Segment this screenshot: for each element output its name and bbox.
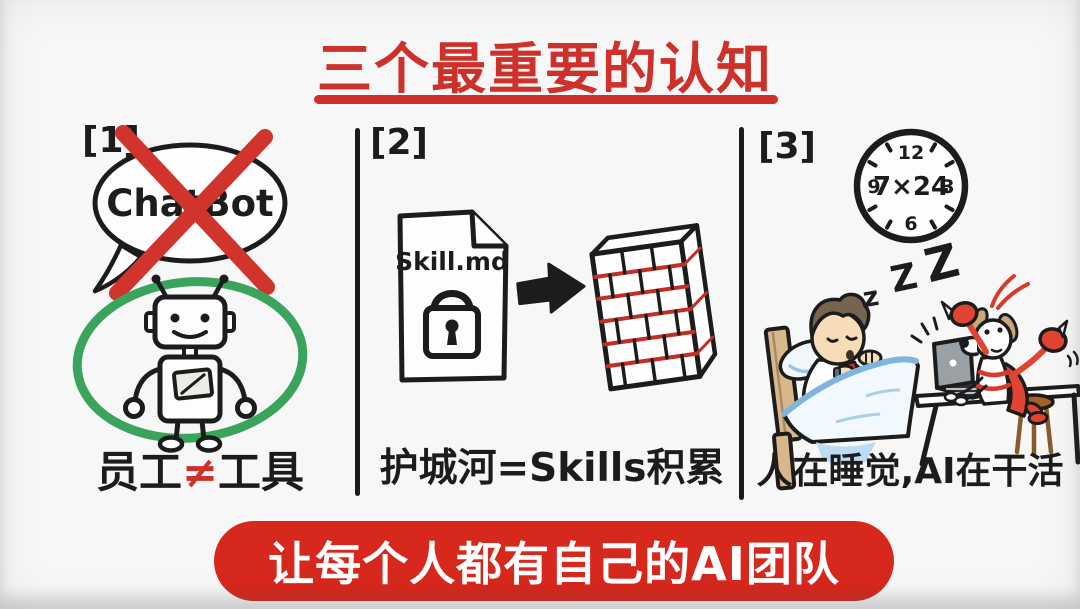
caption-1-left: 员工 bbox=[95, 448, 182, 498]
caption-1-right: 工具 bbox=[218, 448, 305, 498]
padlock-icon bbox=[423, 290, 481, 359]
red-cross-icon bbox=[109, 125, 275, 301]
clock-icon: 12 3 6 9 7×24 bbox=[853, 128, 969, 244]
green-circle-icon bbox=[72, 277, 308, 443]
panel-3-label: [3] bbox=[758, 126, 816, 167]
panel-1-caption: 员工≠工具 bbox=[55, 438, 345, 500]
panel-divider-2 bbox=[739, 127, 744, 500]
blanket-icon bbox=[781, 356, 920, 466]
clock-center-text: 7×24 bbox=[873, 172, 949, 202]
panel-3-scene bbox=[763, 274, 1080, 491]
panel-3-caption: 人在睡觉,AI在干活 bbox=[756, 451, 1064, 492]
panel-1-illustration: ChatBot bbox=[72, 125, 308, 453]
bottom-banner: 让每个人都有自己的AI团队 bbox=[214, 521, 894, 601]
arrow-right-icon bbox=[516, 262, 586, 314]
panel-divider-1 bbox=[355, 128, 360, 496]
skill-file-icon: Skill.md bbox=[395, 209, 509, 383]
clock-3: 3 bbox=[941, 176, 954, 198]
file-name-text: Skill.md bbox=[395, 247, 509, 276]
not-equal-sign: ≠ bbox=[181, 448, 219, 498]
banner-text: 让每个人都有自己的AI团队 bbox=[268, 537, 840, 591]
clock-9: 9 bbox=[867, 176, 880, 198]
sparkle-lines-icon bbox=[910, 316, 939, 344]
lobster-dog-icon bbox=[940, 274, 1079, 426]
clock-12: 12 bbox=[898, 142, 924, 164]
brick-wall-icon bbox=[589, 223, 718, 392]
panel-2-illustration: Skill.md bbox=[395, 209, 718, 392]
panel-2-label: [2] bbox=[370, 122, 428, 163]
title-underline bbox=[314, 95, 778, 104]
robot-icon bbox=[123, 274, 257, 453]
panel-2-caption: 护城河=Skills积累 bbox=[379, 446, 725, 491]
clock-6: 6 bbox=[904, 213, 917, 235]
page-title: 三个最重要的认知 bbox=[316, 37, 773, 101]
